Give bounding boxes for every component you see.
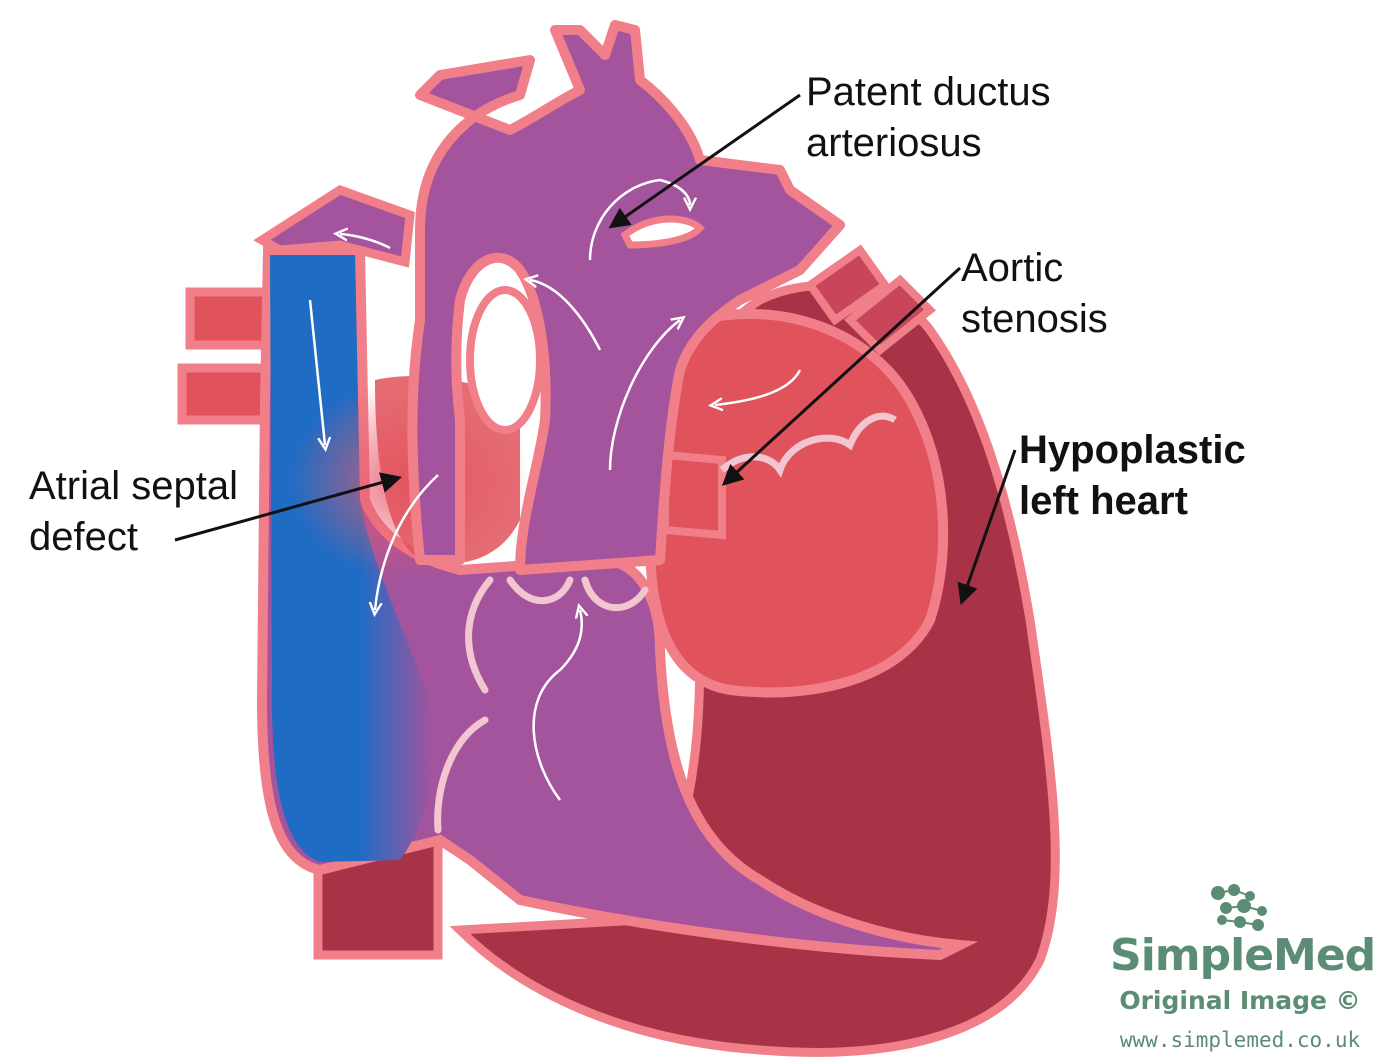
- label-line: Patent ductus: [806, 70, 1051, 114]
- blood-flow-arrows: [308, 178, 802, 801]
- valve-outlines: [434, 576, 649, 834]
- label-patent-ductus-arteriosus: Patent ductus arteriosus: [806, 67, 1051, 169]
- label-line: defect: [29, 515, 138, 559]
- pointer-pda: [608, 93, 801, 229]
- label-hypoplastic-left-heart: Hypoplastic left heart: [1019, 425, 1246, 527]
- brand-tagline: Original Image ©: [1119, 986, 1361, 1015]
- superior-vena-cava-branch: [253, 185, 415, 268]
- label-line: stenosis: [961, 297, 1108, 341]
- brand-name: SimpleMed: [1110, 930, 1376, 981]
- label-aortic-stenosis: Aortic stenosis: [961, 243, 1108, 345]
- pointer-aortic-stenosis: [721, 266, 962, 486]
- pointer-asd: [174, 472, 403, 542]
- label-atrial-septal-defect: Atrial septal defect: [29, 461, 238, 563]
- label-line: Aortic: [961, 246, 1064, 290]
- stenotic-aorta-stub: [661, 450, 726, 540]
- label-line: arteriosus: [806, 121, 982, 165]
- label-line: Atrial septal: [29, 464, 238, 508]
- label-line: left heart: [1019, 479, 1188, 523]
- pointer-hypoplastic: [957, 449, 1017, 605]
- brand-url: www.simplemed.co.uk: [1119, 1028, 1361, 1052]
- aortic-valve-stenosis: [719, 412, 897, 478]
- molecule-dots-icon: [1211, 884, 1267, 931]
- label-pointers: [174, 93, 1017, 605]
- pulmonary-veins-right: [804, 244, 936, 356]
- ductus-window: [620, 215, 705, 249]
- aortic-arch-and-ductus: [407, 20, 845, 575]
- label-line: Hypoplastic: [1019, 428, 1246, 472]
- arch-window: [466, 286, 544, 434]
